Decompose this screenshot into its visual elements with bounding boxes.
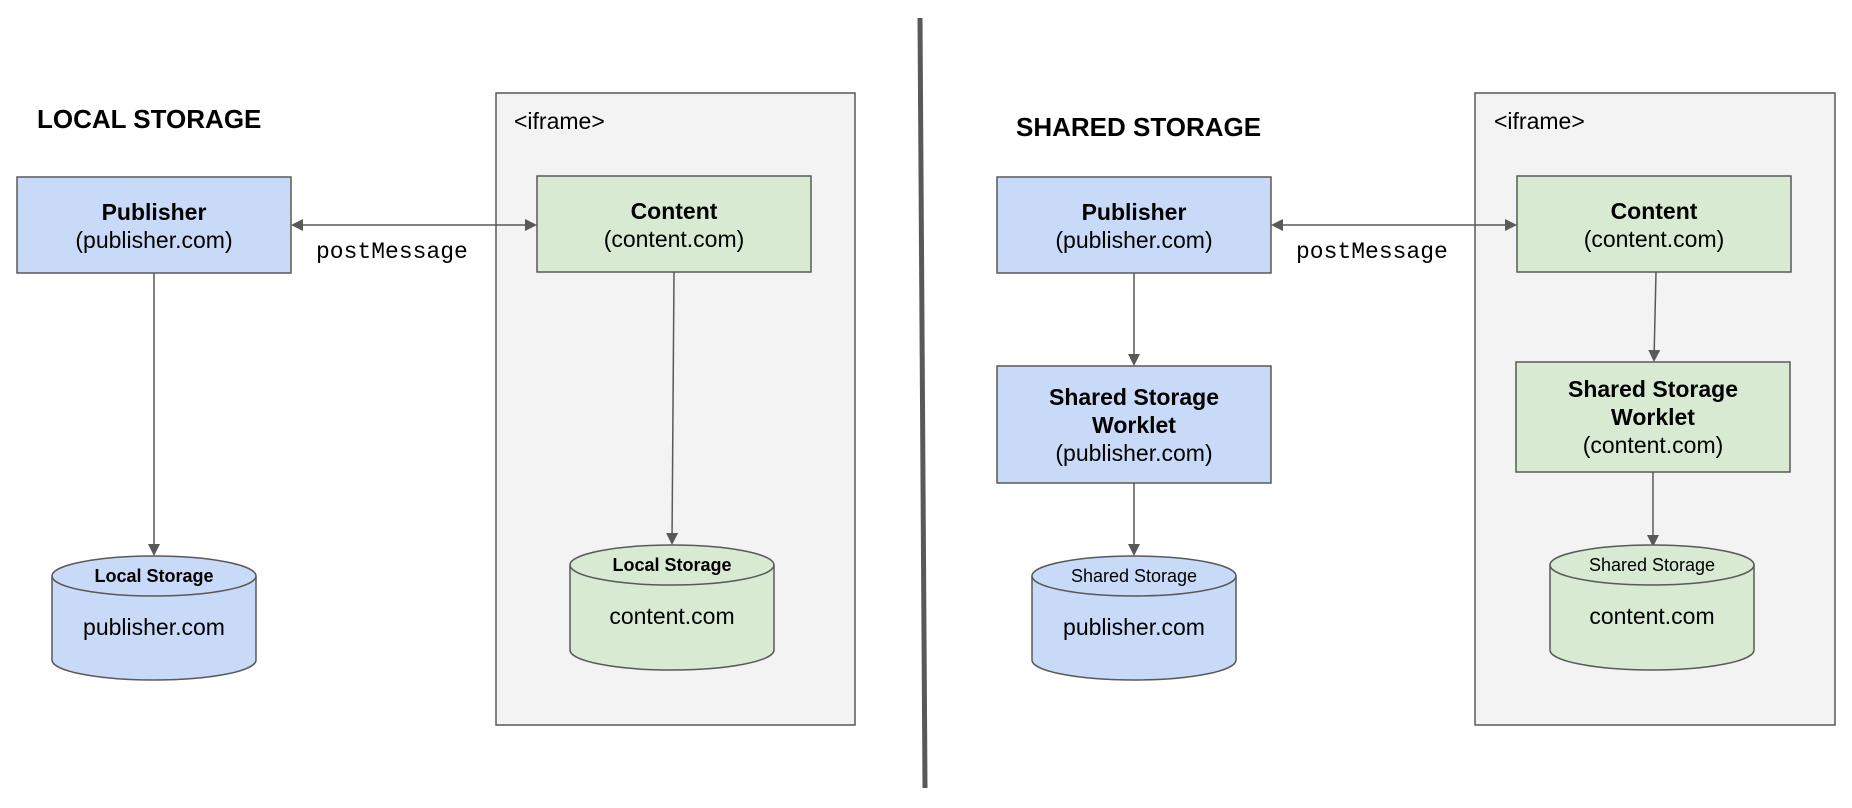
content-storage-label: Local Storage bbox=[612, 555, 731, 575]
content-box: Content (content.com) bbox=[1516, 175, 1792, 273]
content-domain: (content.com) bbox=[604, 226, 745, 252]
publisher-box: Publisher (publisher.com) bbox=[996, 176, 1272, 274]
publisher-storage-label: Shared Storage bbox=[1071, 566, 1197, 586]
post-message-label: postMessage bbox=[316, 239, 468, 265]
content-worklet-box: Shared Storage Worklet (content.com) bbox=[1515, 361, 1791, 473]
content-box: Content (content.com) bbox=[536, 175, 812, 273]
publisher-domain: (publisher.com) bbox=[1055, 227, 1212, 253]
publisher-name: Publisher bbox=[102, 199, 207, 225]
publisher-worklet-line1: Shared Storage bbox=[1049, 384, 1219, 410]
content-to-worklet-arrow bbox=[1648, 271, 1661, 362]
publisher-local-storage-cylinder: Local Storage publisher.com bbox=[51, 555, 257, 681]
section-divider bbox=[917, 17, 928, 789]
content-to-storage-arrow bbox=[666, 271, 679, 545]
content-local-storage-cylinder: Local Storage content.com bbox=[569, 544, 775, 671]
content-name: Content bbox=[1611, 198, 1698, 224]
content-shared-storage-cylinder: Shared Storage content.com bbox=[1549, 544, 1755, 671]
publisher-storage-label: Local Storage bbox=[94, 566, 213, 586]
publisher-box: Publisher (publisher.com) bbox=[16, 176, 292, 274]
post-message-label: postMessage bbox=[1296, 239, 1448, 265]
iframe-label: <iframe> bbox=[1494, 108, 1585, 134]
content-name: Content bbox=[631, 198, 718, 224]
publisher-worklet-line2: Worklet bbox=[1092, 412, 1176, 438]
local-storage-title: LOCAL STORAGE bbox=[37, 104, 261, 134]
publisher-storage-domain: publisher.com bbox=[1063, 614, 1205, 640]
content-worklet-domain: (content.com) bbox=[1583, 432, 1724, 458]
publisher-domain: (publisher.com) bbox=[75, 227, 232, 253]
content-worklet-line2: Worklet bbox=[1611, 404, 1695, 430]
publisher-shared-storage-cylinder: Shared Storage publisher.com bbox=[1031, 555, 1237, 681]
local-storage-section: LOCAL STORAGE <iframe> Publisher (publis… bbox=[16, 92, 856, 726]
shared-storage-title: SHARED STORAGE bbox=[1016, 112, 1261, 142]
content-storage-domain: content.com bbox=[609, 603, 734, 629]
content-storage-domain: content.com bbox=[1589, 603, 1714, 629]
publisher-worklet-box: Shared Storage Worklet (publisher.com) bbox=[996, 365, 1272, 484]
publisher-name: Publisher bbox=[1082, 199, 1187, 225]
publisher-storage-domain: publisher.com bbox=[83, 614, 225, 640]
iframe-label: <iframe> bbox=[514, 108, 605, 134]
shared-storage-section: SHARED STORAGE <iframe> Publisher (publi… bbox=[996, 92, 1836, 726]
publisher-worklet-domain: (publisher.com) bbox=[1055, 440, 1212, 466]
content-worklet-line1: Shared Storage bbox=[1568, 376, 1738, 402]
content-storage-label: Shared Storage bbox=[1589, 555, 1715, 575]
content-domain: (content.com) bbox=[1584, 226, 1725, 252]
